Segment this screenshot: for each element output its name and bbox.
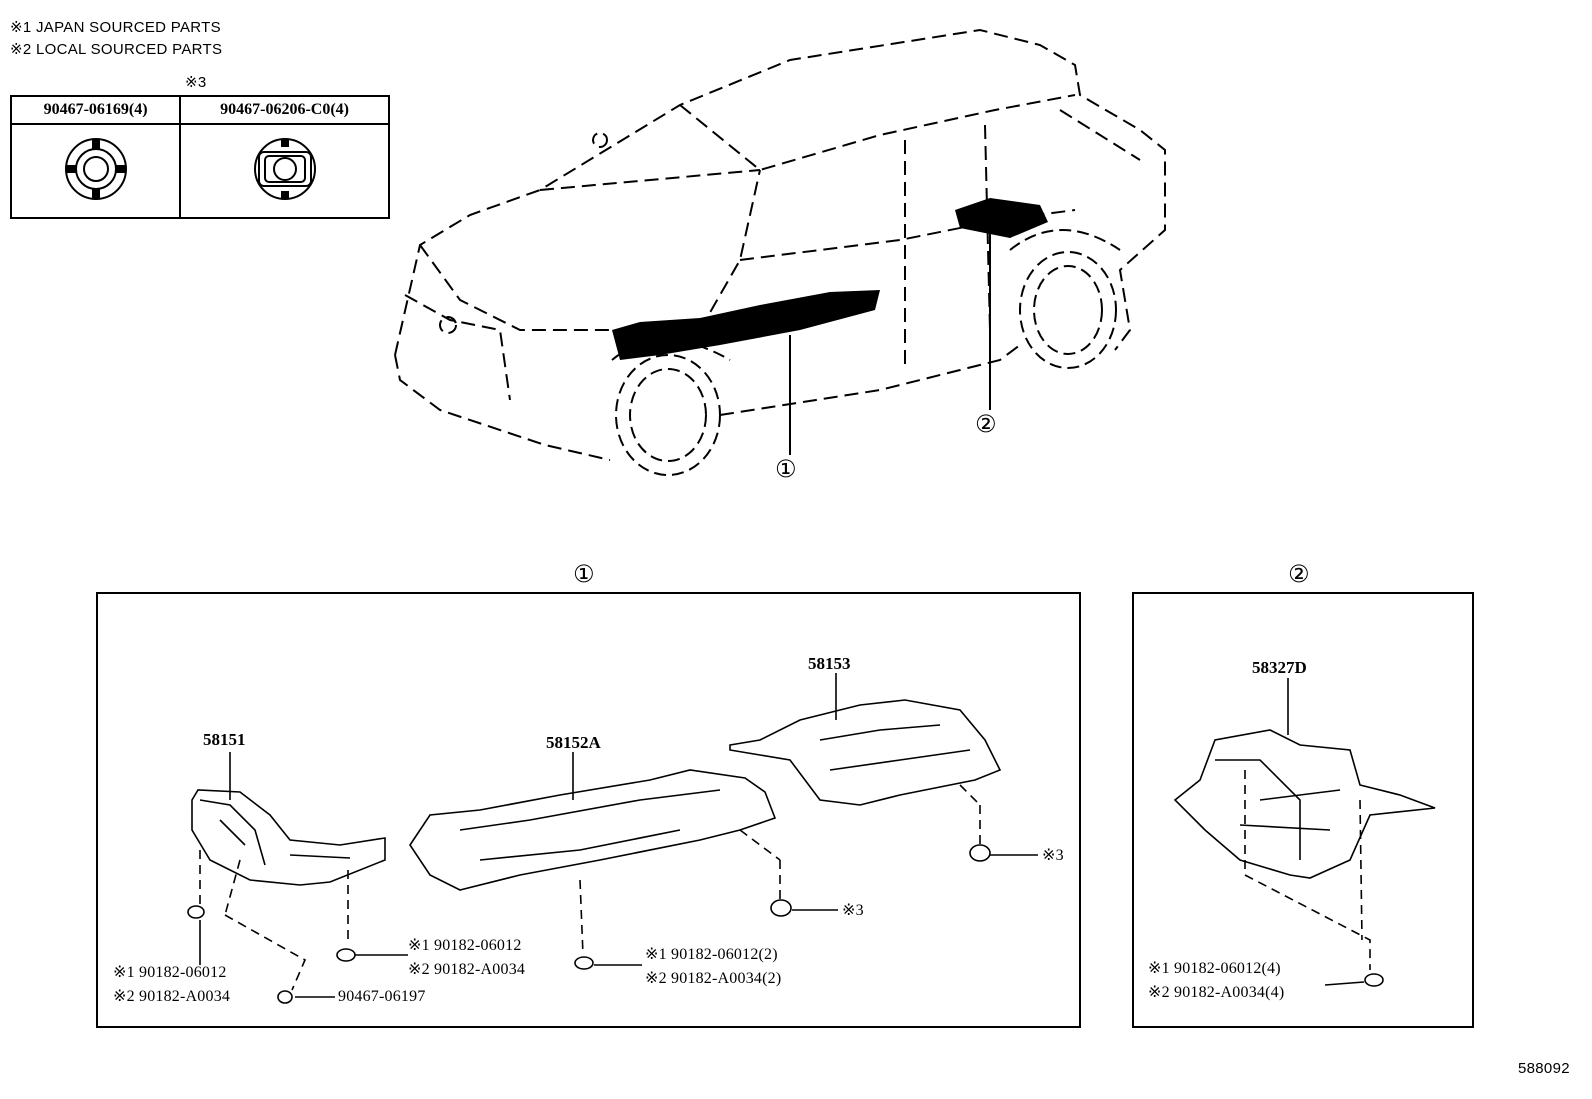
part-label-58153: 58153 <box>808 654 851 673</box>
part-58327d-shape <box>1173 729 1436 879</box>
clip-part-1: 90467-06169(4) <box>9 95 182 125</box>
panel-1-frame <box>96 592 1081 1028</box>
part-label-58152a: 58152A <box>546 733 601 752</box>
fastener-e <box>770 899 792 917</box>
note-local-sourced: ※2 LOCAL SOURCED PARTS <box>10 41 223 58</box>
fastener-label-4b: ※2 90182-A0034(2) <box>645 970 782 987</box>
callout-1: ① <box>775 455 797 483</box>
fastener-a <box>187 905 205 919</box>
fastener-d <box>574 956 594 970</box>
clip-part-2: 90467-06206-C0(4) <box>179 95 390 125</box>
fastener-label-4a: ※1 90182-06012(2) <box>645 946 778 963</box>
fastener-label-5: ※3 <box>842 902 864 919</box>
fastener-label-p2-1a: ※1 90182-06012(4) <box>1148 960 1281 977</box>
clip-round-icon <box>64 137 127 200</box>
clip-table: 90467-06169(4) 90467-06206-C0(4) <box>9 95 390 219</box>
part-58153-shape <box>729 699 1002 806</box>
fastener-label-2: 90467-06197 <box>338 988 426 1005</box>
fastener-label-p2-1b: ※2 90182-A0034(4) <box>1148 984 1285 1001</box>
note-mark-3: ※3 <box>185 74 207 91</box>
part-58152a-shape <box>409 769 777 891</box>
note-japan-sourced: ※1 JAPAN SOURCED PARTS <box>10 19 221 36</box>
clip-1-image <box>9 123 182 219</box>
part-label-58151: 58151 <box>203 730 246 749</box>
fastener-label-3b: ※2 90182-A0034 <box>408 961 526 978</box>
callout-2: ② <box>975 410 997 438</box>
panel-2-frame <box>1132 592 1474 1028</box>
fastener-label-6: ※3 <box>1042 847 1064 864</box>
fastener-label-1a: ※1 90182-06012 <box>113 964 227 981</box>
insulator-front-shade <box>612 290 880 360</box>
fastener-g <box>1364 973 1384 987</box>
fastener-label-3a: ※1 90182-06012 <box>408 937 522 954</box>
panel-1-title: ① <box>573 560 595 588</box>
panel-2-title: ② <box>1288 560 1310 588</box>
fastener-b <box>277 990 293 1004</box>
clip-2-image <box>179 123 390 219</box>
diagram-id: 588092 <box>1518 1060 1570 1077</box>
fastener-c <box>336 948 356 962</box>
fastener-label-1b: ※2 90182-A0034 <box>113 988 231 1005</box>
fastener-f <box>969 844 991 862</box>
part-label-58327d: 58327D <box>1252 658 1307 677</box>
clip-square-icon <box>253 137 316 200</box>
insulator-rear-shade <box>955 198 1048 238</box>
